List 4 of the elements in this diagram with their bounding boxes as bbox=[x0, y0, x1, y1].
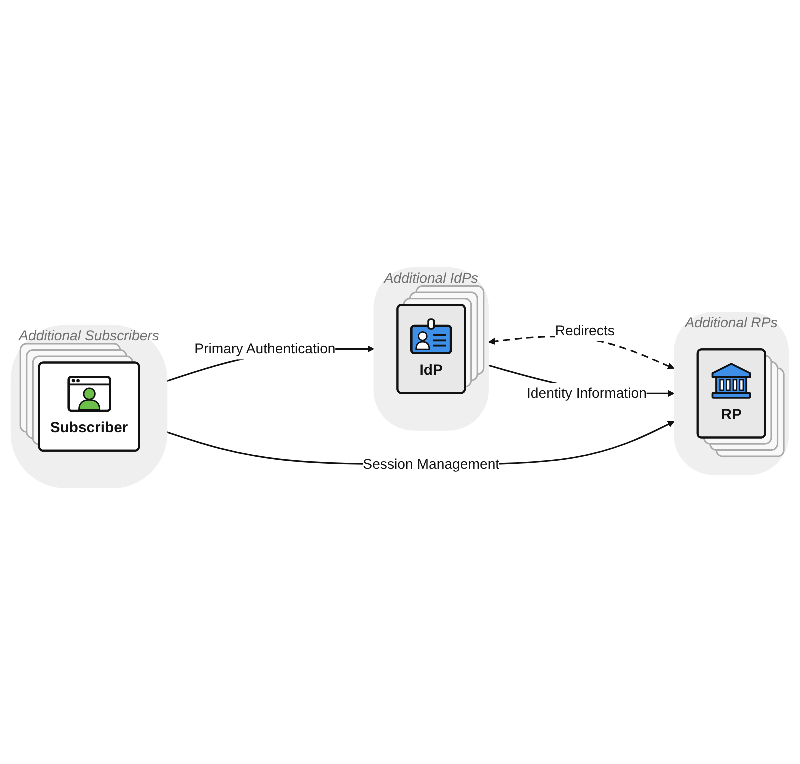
edge-label: Primary Authentication bbox=[194, 340, 336, 357]
edge-label: Session Management bbox=[363, 456, 500, 472]
edge-label: Redirects bbox=[555, 322, 615, 338]
edge-label: Identity Information bbox=[527, 385, 647, 402]
